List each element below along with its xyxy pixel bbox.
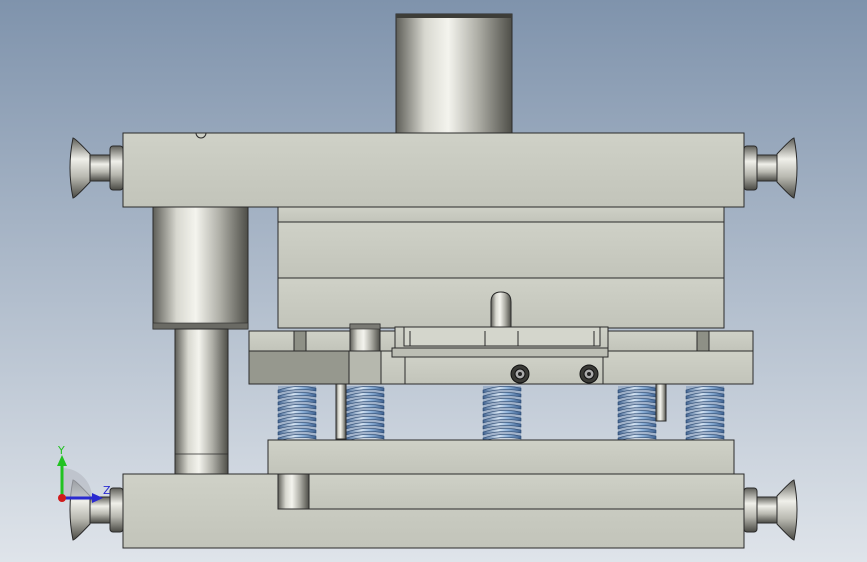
backing-plate[interactable] bbox=[277, 206, 725, 223]
compression-spring[interactable] bbox=[345, 386, 385, 442]
lifting-handle-bottom-right[interactable] bbox=[743, 479, 798, 541]
guide-bushing[interactable] bbox=[152, 206, 249, 330]
compression-spring[interactable] bbox=[277, 386, 317, 442]
upper-die-plate[interactable] bbox=[122, 132, 745, 208]
cap-screw-right[interactable] bbox=[579, 364, 599, 384]
punch-holder-plate[interactable] bbox=[277, 221, 725, 279]
triad-plane-icon bbox=[62, 468, 92, 498]
spring-group bbox=[277, 386, 725, 442]
triad-z-arrow-icon bbox=[92, 493, 103, 503]
guide-post[interactable] bbox=[174, 328, 229, 476]
lifting-handle-top-left[interactable] bbox=[69, 137, 124, 199]
compression-spring[interactable] bbox=[482, 386, 522, 442]
triad-z-label: Z bbox=[103, 484, 111, 497]
triad-y-label: Y bbox=[57, 444, 65, 457]
triad-origin bbox=[58, 494, 66, 502]
locating-pin[interactable] bbox=[349, 323, 381, 352]
cap-screw-left[interactable] bbox=[510, 364, 530, 384]
compression-spring[interactable] bbox=[685, 386, 725, 442]
compression-spring[interactable] bbox=[617, 386, 657, 442]
lower-die-plate[interactable] bbox=[267, 439, 735, 475]
lifting-handle-top-right[interactable] bbox=[743, 137, 798, 199]
die-shank[interactable] bbox=[395, 13, 513, 135]
material-guide-rail[interactable] bbox=[391, 326, 609, 385]
triad-y-arrow-icon bbox=[57, 455, 67, 466]
lower-die-seat[interactable] bbox=[122, 473, 745, 549]
stop-pin-left[interactable] bbox=[335, 383, 347, 440]
pilot-punch[interactable] bbox=[490, 291, 512, 331]
stop-pin-right[interactable] bbox=[655, 383, 667, 422]
coordinate-triad: Y Z bbox=[57, 444, 111, 503]
